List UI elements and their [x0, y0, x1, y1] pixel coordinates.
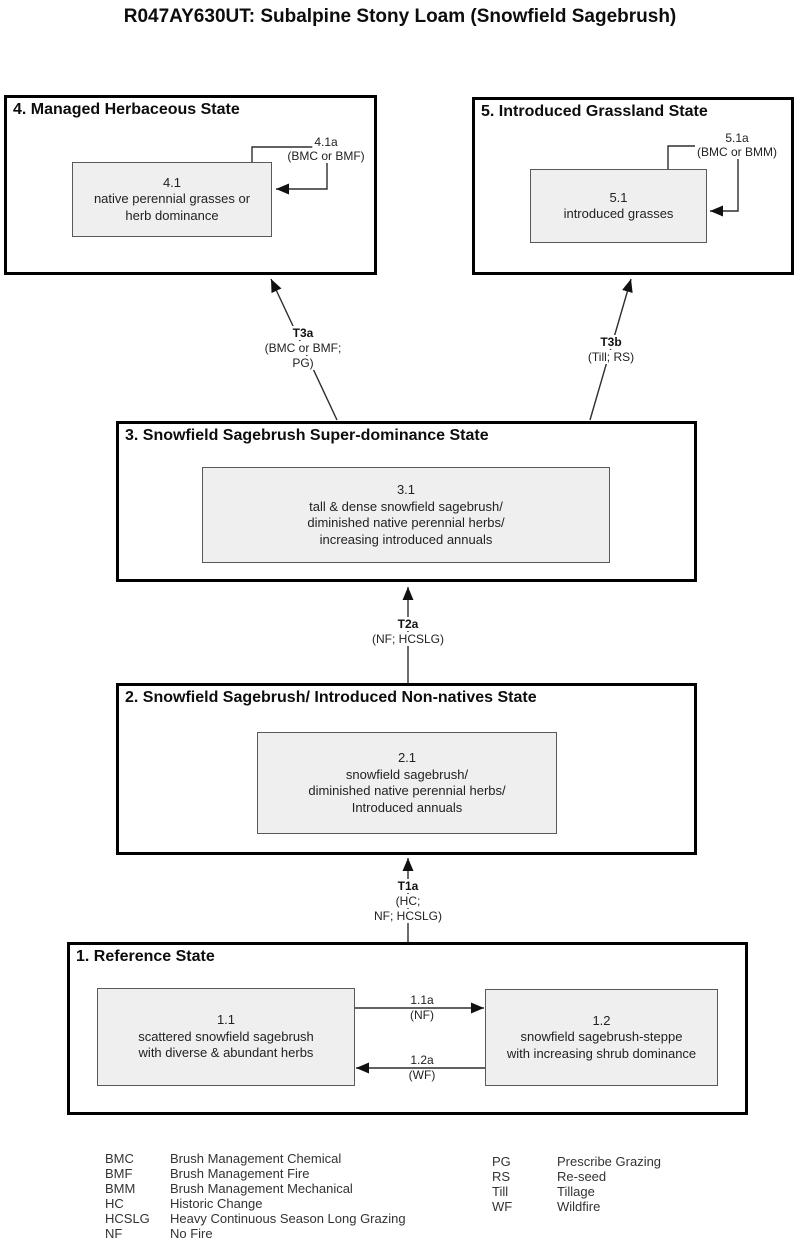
legend-label: Wildfire	[557, 1199, 601, 1214]
legend-code: HC	[105, 1196, 124, 1211]
legend-label: No Fire	[170, 1226, 213, 1241]
legend-code: WF	[492, 1199, 513, 1214]
community-line: scattered snowfield sagebrush	[138, 1028, 314, 1044]
community-id: 1.1	[216, 1012, 236, 1028]
community-box-5-1: 5.1 introduced grasses	[530, 169, 707, 243]
community-id: 1.2	[592, 1012, 611, 1028]
legend-item: WF Wildfire	[492, 1199, 661, 1214]
pathway-label-1-1a: 1.1a (NF)	[410, 993, 434, 1022]
community-id: 5.1	[609, 189, 628, 205]
legend-item: HCSLG Heavy Continuous Season Long Grazin…	[105, 1211, 406, 1226]
community-line: diminished native perennial herbs/	[308, 783, 506, 798]
community-id: 3.1	[396, 482, 416, 497]
legend-label: Brush Management Mechanical	[170, 1181, 353, 1196]
legend-code: Till	[492, 1184, 509, 1199]
legend-code: NF	[105, 1226, 123, 1241]
pathway-label-5-1a: 5.1a (BMC or BMM)	[695, 131, 779, 159]
legend-right-column: PG Prescribe Grazing RS Re-seed Till Tillag…	[492, 1154, 661, 1214]
legend-code: PG	[492, 1154, 511, 1169]
community-box-2-1: 2.1 snowfield sagebrush/ diminished nati…	[257, 732, 557, 834]
community-line: with increasing shrub dominance	[506, 1045, 697, 1061]
state-label-3: 3. Snowfield Sagebrush Super-dominance S…	[125, 427, 489, 444]
community-box-3-1: 3.1 tall & dense snowfield sagebrush/ di…	[202, 467, 610, 563]
diagram-title: R047AY630UT: Subalpine Stony Loam (Snowf…	[123, 6, 677, 27]
legend-item: BMM Brush Management Mechanical	[105, 1181, 406, 1196]
community-box-4-1: 4.1 native perennial grasses or herb dom…	[72, 162, 272, 237]
legend-label: Prescribe Grazing	[557, 1154, 662, 1169]
legend-label: Historic Change	[170, 1196, 263, 1211]
community-line: introduced grasses	[563, 206, 674, 221]
legend-code: RS	[492, 1169, 511, 1184]
legend-code: HCSLG	[105, 1211, 150, 1226]
state-label-5: 5. Introduced Grassland State	[481, 103, 708, 120]
legend-item: RS Re-seed	[492, 1169, 661, 1184]
community-line: native perennial grasses or	[93, 191, 251, 207]
community-line: increasing introduced annuals	[319, 531, 493, 547]
community-line: tall & dense snowfield sagebrush/	[309, 498, 503, 514]
community-box-1-1: 1.1 scattered snowfield sagebrush with d…	[97, 988, 355, 1086]
pathway-label-1-2a: 1.2a (WF)	[408, 1053, 436, 1082]
community-line: snowfield sagebrush/	[345, 766, 469, 782]
legend-item: HC Historic Change	[105, 1196, 406, 1211]
legend-item: BMF Brush Management Fire	[105, 1166, 406, 1181]
legend-label: Heavy Continuous Season Long Grazing	[170, 1211, 406, 1226]
state-label-4: 4. Managed Herbaceous State	[13, 101, 240, 118]
community-line: diminished native perennial herbs/	[307, 515, 505, 530]
state-label-2: 2. Snowfield Sagebrush/ Introduced Non-n…	[125, 689, 537, 706]
state-box-5-introduced-grassland: 5. Introduced Grassland State	[472, 97, 794, 275]
legend-item: BMC Brush Management Chemical	[105, 1151, 406, 1166]
legend-code: BMF	[105, 1166, 133, 1181]
community-id: 2.1	[397, 750, 417, 765]
community-line: herb dominance	[125, 207, 219, 223]
legend-label: Brush Management Chemical	[170, 1151, 342, 1166]
legend-label: Brush Management Fire	[170, 1166, 310, 1181]
transition-label-t3b: T3b (Till; RS)	[585, 335, 637, 364]
legend-label: Tillage	[557, 1184, 595, 1199]
state-label-1: 1. Reference State	[76, 948, 215, 965]
legend-item: Till Tillage	[492, 1184, 661, 1199]
legend-left-column: BMC Brush Management Chemical BMF Brush Ma…	[105, 1151, 406, 1241]
legend-label: Re-seed	[557, 1169, 607, 1184]
legend-item: PG Prescribe Grazing	[492, 1154, 661, 1169]
legend-code: BMM	[105, 1181, 136, 1196]
community-line: with diverse & abundant herbs	[138, 1045, 314, 1061]
legend-item: NF No Fire	[105, 1226, 406, 1241]
pathway-label-4-1a: 4.1a (BMC or BMF)	[285, 135, 367, 163]
community-line: Introduced annuals	[351, 799, 463, 815]
transition-label-t1a: T1a (HC; NF; HCSLG)	[371, 879, 445, 923]
legend-code: BMC	[105, 1151, 134, 1166]
community-id: 4.1	[162, 174, 182, 190]
transition-label-t3a: T3a (BMC or BMF; PG)	[262, 326, 344, 370]
community-box-1-2: 1.2 snowfield sagebrush-steppe with incr…	[485, 989, 718, 1086]
transition-label-t2a: T2a (NF; HCSLG)	[370, 617, 446, 646]
community-line: snowfield sagebrush-steppe	[520, 1029, 683, 1045]
